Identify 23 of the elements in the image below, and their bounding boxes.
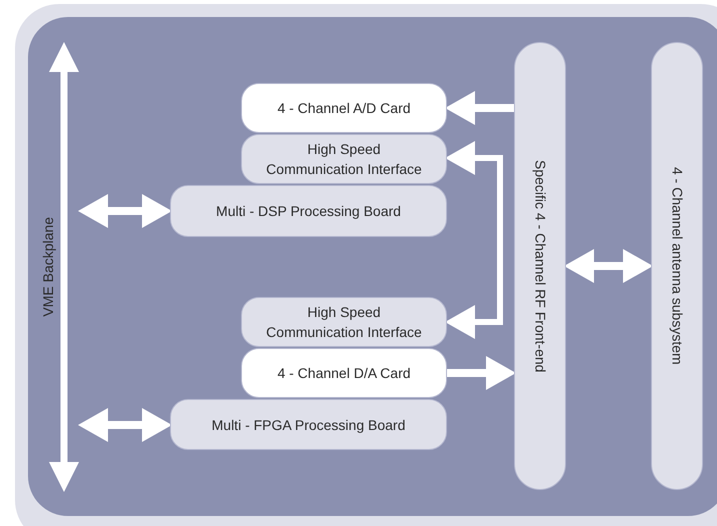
node-label: 4 - Channel A/D Card — [277, 99, 411, 118]
arrow — [78, 408, 172, 442]
arrow — [445, 91, 514, 125]
node-label: High Speed Communication Interface — [265, 140, 423, 179]
arrow — [445, 141, 503, 339]
block-label: Specific 4 - Channel RF Front-end — [532, 160, 550, 372]
node-label: Multi - DSP Processing Board — [216, 202, 401, 221]
vertical-block — [514, 42, 566, 490]
process-box — [170, 185, 447, 237]
card-box — [241, 83, 447, 133]
arrow — [447, 356, 516, 390]
block-label: 4 - Channel antenna subsystem — [668, 167, 686, 365]
arrow — [78, 194, 172, 228]
process-box — [241, 297, 447, 347]
node-label: 4 - Channel D/A Card — [277, 364, 411, 383]
process-box — [241, 134, 447, 184]
node-label: Multi - FPGA Processing Board — [212, 416, 406, 434]
vertical-block — [651, 42, 703, 490]
process-box — [170, 399, 447, 450]
node-label: High Speed Communication Interface — [265, 303, 423, 342]
bus-label: VME Backplane — [38, 217, 57, 317]
card-box — [241, 348, 447, 398]
arrow — [564, 249, 653, 283]
